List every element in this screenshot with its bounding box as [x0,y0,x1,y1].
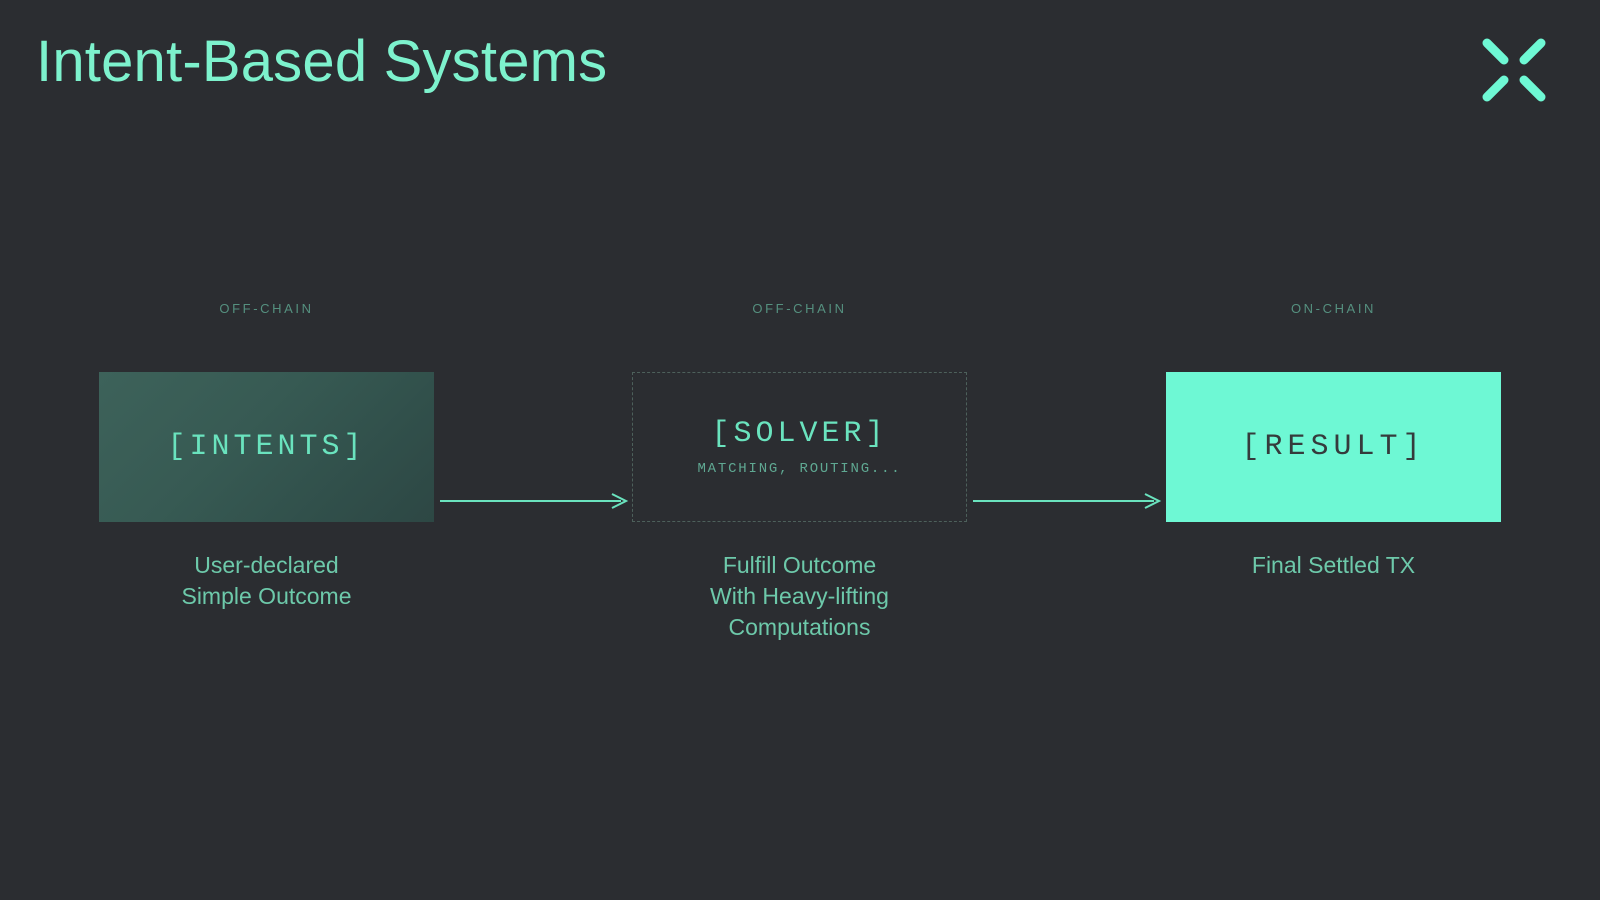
node-solver: [SOLVER] MATCHING, ROUTING... [632,372,967,522]
chain-tag-solver: OFF-CHAIN [752,301,847,316]
arrow-right-icon [973,491,1163,511]
caption-line: User-declared [194,552,339,578]
x-mark-logo-icon [1480,36,1548,104]
caption-line: Fulfill Outcome [722,552,877,578]
chain-tag-result: ON-CHAIN [1290,301,1377,316]
caption-solver: Fulfill Outcome With Heavy-lifting Compu… [632,550,967,643]
flow-stage-intents: OFF-CHAIN [INTENTS] User-declared Simple… [99,296,434,612]
node-intents: [INTENTS] [99,372,434,522]
flow-stage-result: ON-CHAIN [RESULT] Final Settled TX [1166,296,1501,581]
node-label-result: [RESULT] [1241,430,1426,464]
page-title: Intent-Based Systems [36,29,608,94]
arrow-right-icon [440,491,630,511]
caption-intents: User-declared Simple Outcome [99,550,434,612]
node-label-solver: [SOLVER] [711,417,888,451]
node-result: [RESULT] [1166,372,1501,522]
node-label-intents: [INTENTS] [167,430,366,464]
caption-line: Computations [728,614,871,640]
node-sublabel-solver: MATCHING, ROUTING... [697,461,902,477]
chain-tag-intents: OFF-CHAIN [219,301,314,316]
caption-line: With Heavy-lifting [710,583,889,609]
caption-line: Simple Outcome [181,583,352,609]
caption-line: Final Settled TX [1251,552,1416,578]
caption-result: Final Settled TX [1166,550,1501,581]
flow-stage-solver: OFF-CHAIN [SOLVER] MATCHING, ROUTING... … [632,296,967,643]
